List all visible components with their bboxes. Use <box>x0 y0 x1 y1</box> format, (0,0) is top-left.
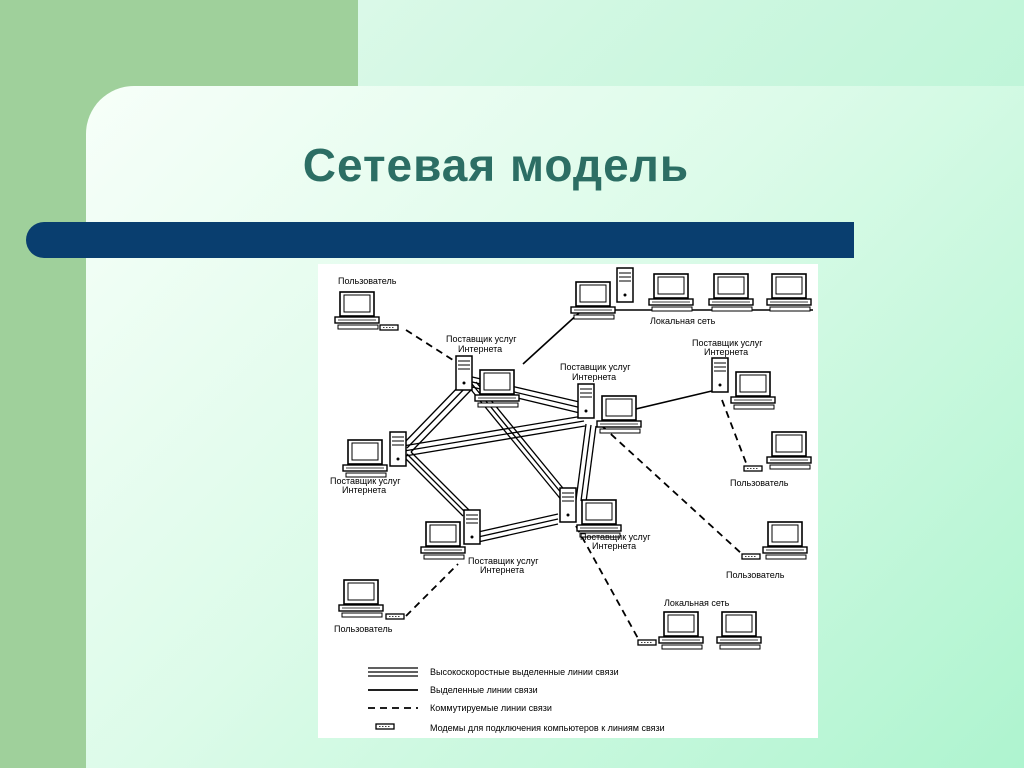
highspeed-links <box>402 375 597 543</box>
isp-5-label-2: Интернета <box>592 541 636 551</box>
lan-bottom-label: Локальная сеть <box>664 598 730 608</box>
legend: Высокоскоростные выделенные линии связи … <box>368 667 665 733</box>
isp-4-label-1: Поставщик услуг <box>330 476 401 486</box>
user-top-left-label: Пользователь <box>338 276 397 286</box>
legend-dialup-text: Коммутируемые линии связи <box>430 703 552 713</box>
isp-2-label-2: Интернета <box>572 372 616 382</box>
isp-4-label-2: Интернета <box>342 485 386 495</box>
side-band-lower <box>0 86 86 768</box>
isp-2-label-1: Поставщик услуг <box>560 362 631 372</box>
network-diagram: Локальная сеть Пользователь Поставщик ус… <box>318 264 818 738</box>
legend-highspeed-swatch <box>368 667 418 677</box>
legend-modem-text: Модемы для подключения компьютеров к лин… <box>430 723 665 733</box>
isp-5-label-1: Поставщик услуг <box>580 532 651 542</box>
user-bottom-left-label: Пользователь <box>334 624 393 634</box>
isp-3-label-2: Интернета <box>704 347 748 357</box>
user-right-2: Пользователь <box>726 521 808 580</box>
user-top-left: Пользователь <box>334 276 399 331</box>
isp-1-label-2: Интернета <box>458 344 502 354</box>
legend-highspeed-text: Высокоскоростные выделенные линии связи <box>430 667 619 677</box>
legend-modem-swatch <box>375 723 395 730</box>
lan-bottom: Локальная сеть <box>637 598 762 650</box>
isp-5: Поставщик услуг Интернета <box>559 487 651 551</box>
legend-dedicated-text: Выделенные линии связи <box>430 685 538 695</box>
dialup-links <box>405 329 749 643</box>
user-right-2-label: Пользователь <box>726 570 785 580</box>
isp-1: Поставщик услуг Интернета <box>446 334 520 408</box>
isp-6-label-1: Поставщик услуг <box>468 556 539 566</box>
isp-6-label-2: Интернета <box>480 565 524 575</box>
lan-top-label: Локальная сеть <box>650 316 716 326</box>
isp-1-label-1: Поставщик услуг <box>446 334 517 344</box>
slide-title: Сетевая модель <box>302 139 690 191</box>
user-bottom-left: Пользователь <box>334 579 405 634</box>
isp-3: Поставщик услуг Интернета <box>692 338 776 410</box>
user-right-1-label: Пользователь <box>730 478 789 488</box>
isp-6: Поставщик услуг Интернета <box>420 509 539 575</box>
lan-top: Локальная сеть <box>570 267 812 326</box>
title-underline-bar <box>26 222 854 258</box>
user-right-1: Пользователь <box>730 431 812 488</box>
isp-2: Поставщик услуг Интернета <box>560 362 642 434</box>
isp-3-label-1: Поставщик услуг <box>692 338 763 348</box>
isp-4: Поставщик услуг Интернета <box>330 431 407 495</box>
